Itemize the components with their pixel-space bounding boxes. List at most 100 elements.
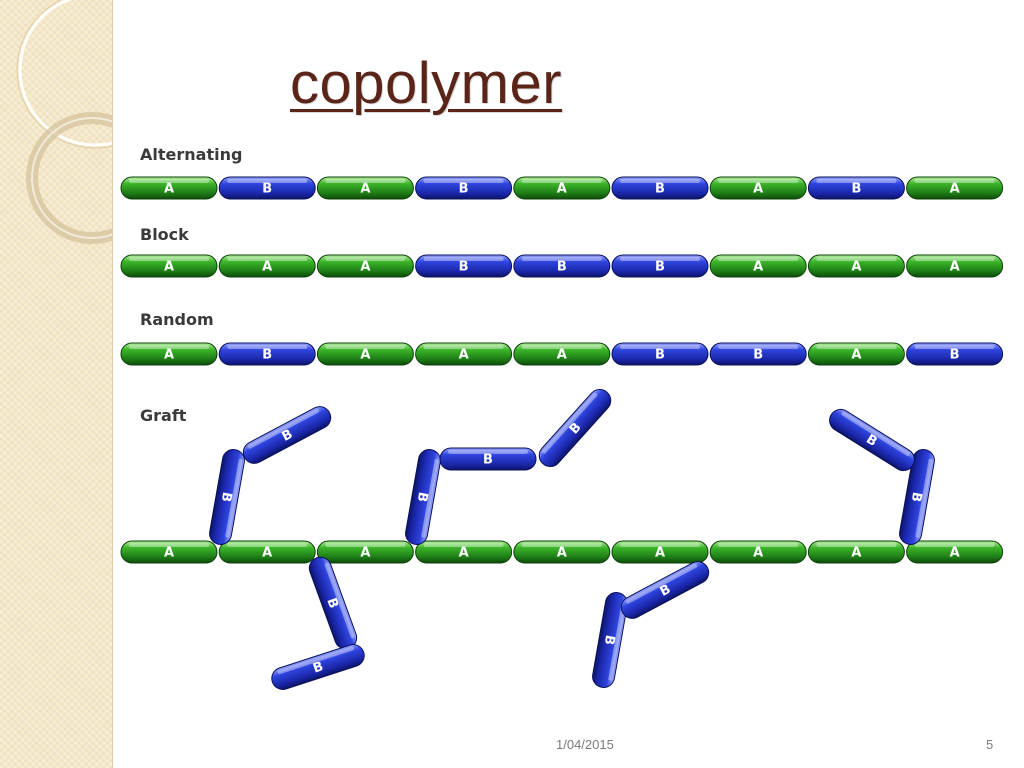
monomer-highlight — [325, 543, 406, 547]
monomer-segment: B — [218, 176, 316, 200]
monomer-letter: A — [360, 348, 370, 363]
monomer-a-body — [120, 342, 218, 366]
monomer-highlight — [423, 345, 504, 349]
monomer-highlight — [129, 543, 209, 547]
monomer-letter: A — [851, 546, 861, 561]
monomer-highlight — [620, 543, 700, 547]
monomer-letter: A — [262, 546, 272, 561]
monomer-highlight — [718, 257, 799, 261]
monomer-highlight — [227, 345, 308, 349]
monomer-highlight — [816, 345, 897, 349]
monomer-letter: A — [459, 546, 469, 561]
monomer-segment: A — [709, 176, 807, 200]
monomer-letter: A — [459, 348, 469, 363]
monomer-segment: A — [807, 540, 905, 564]
monomer-letter: B — [459, 260, 469, 275]
monomer-highlight — [423, 179, 504, 183]
monomer-letter: B — [459, 182, 469, 197]
graft-branch-down: BB — [592, 561, 710, 688]
monomer-b-body — [611, 176, 709, 200]
monomer-b-body — [415, 176, 513, 200]
monomer-b-body — [592, 592, 628, 688]
graft-monomer-segment: B — [829, 408, 915, 472]
monomer-b-body — [242, 406, 332, 464]
monomer-highlight — [277, 646, 354, 675]
monomer-letter: B — [323, 596, 340, 610]
monomer-highlight — [718, 179, 799, 183]
monomer-highlight — [227, 179, 308, 183]
graft-monomer-segment: B — [242, 406, 332, 464]
monomer-letter: A — [360, 546, 370, 561]
monomer-highlight — [620, 345, 700, 349]
graft-monomer-segment: B — [405, 449, 441, 545]
monomer-a-body — [120, 254, 218, 278]
monomer-highlight — [914, 345, 995, 349]
monomer-letter: A — [950, 546, 960, 561]
monomer-a-body — [513, 540, 611, 564]
monomer-segment: A — [415, 342, 513, 366]
monomer-highlight — [225, 458, 243, 538]
monomer-a-body — [415, 342, 513, 366]
monomer-highlight — [423, 543, 504, 547]
monomer-a-body — [807, 254, 905, 278]
monomer-segment: B — [415, 254, 513, 278]
monomer-a-body — [709, 540, 807, 564]
row-label: Random — [140, 310, 214, 329]
monomer-letter: A — [753, 260, 763, 275]
monomer-letter: B — [851, 182, 861, 197]
row-label: Graft — [140, 406, 187, 425]
monomer-letter: A — [557, 348, 567, 363]
monomer-segment: A — [906, 540, 1004, 564]
monomer-b-body — [899, 449, 935, 545]
monomer-b-body — [709, 342, 807, 366]
monomer-segment: A — [807, 342, 905, 366]
monomer-letter: B — [601, 634, 617, 646]
monomer-a-body — [218, 254, 316, 278]
monomer-letter: B — [655, 348, 665, 363]
monomer-letter: A — [164, 546, 174, 561]
monomer-highlight — [620, 257, 700, 261]
monomer-highlight — [248, 408, 320, 449]
monomer-letter: A — [164, 182, 174, 197]
monomer-letter: B — [414, 491, 430, 503]
monomer-letter: B — [950, 348, 960, 363]
monomer-highlight — [521, 543, 602, 547]
decorative-ring-large — [18, 0, 112, 147]
monomer-b-body — [611, 342, 709, 366]
monomer-b-body — [829, 408, 915, 472]
monomer-b-body — [218, 342, 316, 366]
monomer-highlight — [816, 179, 897, 183]
monomer-segment: A — [709, 254, 807, 278]
monomer-letter: B — [753, 348, 763, 363]
monomer-a-body — [513, 176, 611, 200]
graft-monomer-segment: B — [209, 449, 245, 545]
monomer-segment: B — [415, 176, 513, 200]
monomer-segment: A — [316, 540, 414, 564]
monomer-segment: A — [513, 342, 611, 366]
monomer-letter: A — [655, 546, 665, 561]
monomer-b-body — [807, 176, 905, 200]
monomer-highlight — [521, 179, 602, 183]
monomer-segment: A — [218, 254, 316, 278]
slide-title: copolymer — [290, 51, 563, 116]
monomer-b-body — [405, 449, 441, 545]
decorative-ring-large-outline — [16, 0, 112, 149]
row-label: Alternating — [140, 145, 242, 164]
monomer-highlight — [129, 179, 209, 183]
page-number: 5 — [986, 737, 994, 752]
monomer-segment: A — [807, 254, 905, 278]
monomer-a-body — [709, 254, 807, 278]
decorative-rings — [16, 0, 112, 244]
monomer-highlight — [421, 458, 439, 538]
monomer-segment: A — [513, 176, 611, 200]
monomer-b-body — [209, 449, 245, 545]
monomer-letter: A — [360, 260, 370, 275]
monomer-highlight — [423, 257, 504, 261]
graft-branch-down: BB — [271, 556, 365, 690]
monomer-segment: A — [218, 540, 316, 564]
monomer-highlight — [816, 543, 897, 547]
monomer-b-body — [906, 342, 1004, 366]
monomer-highlight — [841, 411, 910, 457]
monomer-a-body — [316, 540, 414, 564]
monomer-highlight — [626, 563, 698, 604]
